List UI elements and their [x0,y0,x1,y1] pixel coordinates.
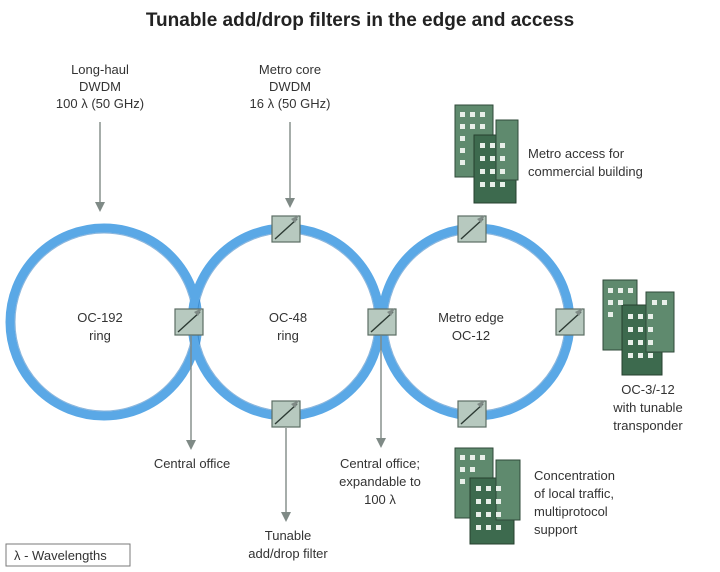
local-traffic-building-icon [454,447,521,545]
long-haul-line-1: Long-haul [71,62,129,77]
metro-core-arrow [285,122,295,208]
central-office-2-line-1: Central office; [340,456,420,471]
filter-metro-edge-right [555,308,585,336]
central-office-1-line-1: Central office [154,456,230,471]
filter-oc192-oc48 [174,308,204,336]
concentration-line-4: support [534,522,578,537]
commercial-building-icon [454,104,519,204]
oc192-ring-label: OC-192 ring [77,310,123,343]
transponder-building-icon [602,279,675,376]
long-haul-line-2: DWDM [79,79,121,94]
legend-box: λ - Wavelengths [5,543,131,567]
oc48-line-1: OC-48 [269,310,307,325]
transponder-line-1: OC-3/-12 [621,382,674,397]
central-office-2-label: Central office; expandable to 100 λ [339,456,421,507]
metro-edge-ring-label: Metro edge OC-12 [438,310,504,343]
filter-oc48-top [271,215,301,243]
central-office-2-arrow [376,336,386,448]
long-haul-line-3: 100 λ (50 GHz) [56,96,144,111]
central-office-2-line-2: expandable to [339,474,421,489]
oc48-ring-label: OC-48 ring [269,310,307,343]
legend-text: λ - Wavelengths [14,548,107,563]
metro-core-line-2: DWDM [269,79,311,94]
transponder-label: OC-3/-12 with tunable transponder [612,382,683,433]
long-haul-label: Long-haul DWDM 100 λ (50 GHz) [56,62,144,111]
concentration-label: Concentration of local traffic, multipro… [534,468,615,537]
oc48-line-2: ring [277,328,299,343]
metro-edge-line-1: Metro edge [438,310,504,325]
filter-metro-edge-top [457,215,487,243]
metro-core-line-1: Metro core [259,62,321,77]
transponder-line-2: with tunable [612,400,682,415]
metro-core-line-3: 16 λ (50 GHz) [250,96,331,111]
long-haul-arrow [95,122,105,212]
concentration-line-3: multiprotocol [534,504,608,519]
diagram-title: Tunable add/drop filters in the edge and… [146,10,574,31]
filter-oc48-metro-edge [367,308,397,336]
filter-metro-edge-bottom [457,400,487,428]
metro-access-line-1: Metro access for [528,146,625,161]
oc192-line-2: ring [89,328,111,343]
tunable-filter-line-2: add/drop filter [248,546,328,561]
metro-access-line-2: commercial building [528,164,643,179]
concentration-line-2: of local traffic, [534,486,614,501]
oc192-line-1: OC-192 [77,310,123,325]
tunable-filter-arrow [281,428,291,522]
filter-oc48-bottom [271,400,301,428]
central-office-1-arrow [186,336,196,450]
concentration-line-1: Concentration [534,468,615,483]
central-office-2-line-3: 100 λ [364,492,396,507]
metro-edge-line-2: OC-12 [452,328,490,343]
tunable-filter-line-1: Tunable [265,528,312,543]
transponder-line-3: transponder [613,418,683,433]
metro-access-label: Metro access for commercial building [528,146,643,179]
metro-core-label: Metro core DWDM 16 λ (50 GHz) [250,62,331,111]
central-office-1-label: Central office [154,456,230,471]
tunable-filter-label: Tunable add/drop filter [248,528,328,561]
